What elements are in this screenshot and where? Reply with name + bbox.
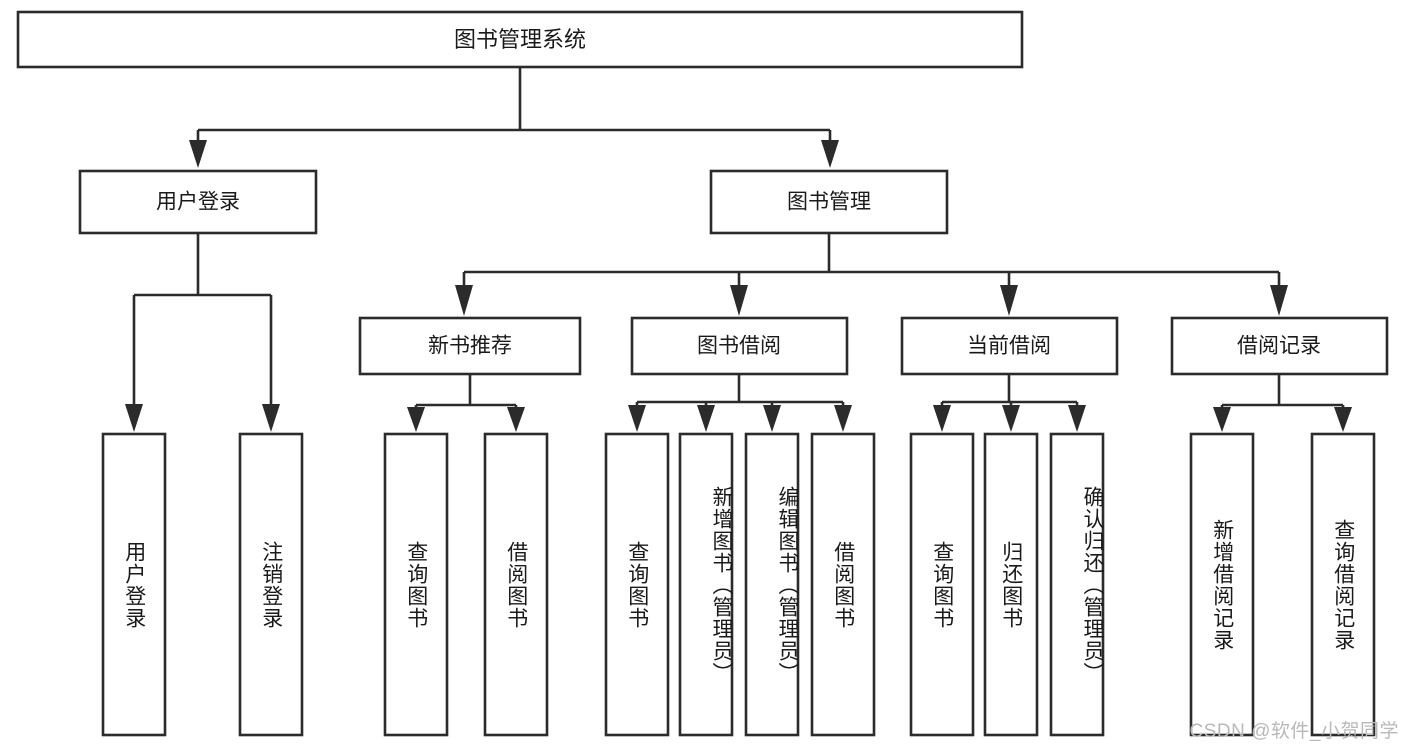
book-borrow-box[interactable] bbox=[630, 316, 849, 376]
borrow-record-label: 借阅记录 bbox=[1237, 335, 1321, 358]
leaf-boxes-group bbox=[101, 432, 1376, 737]
root-label: 图书管理系统 bbox=[454, 27, 586, 52]
leaf-box-logout[interactable] bbox=[238, 432, 304, 737]
leaf-box-borrow-book-2[interactable] bbox=[810, 432, 876, 737]
current-borrow-box[interactable] bbox=[900, 316, 1119, 376]
leaf-box-edit-book[interactable] bbox=[744, 432, 800, 737]
arrow-to-leaf-query-record bbox=[1334, 407, 1352, 432]
node-borrow-record[interactable]: 借阅记录 bbox=[1170, 316, 1389, 376]
leaf-box-query-book-3[interactable] bbox=[909, 432, 975, 737]
node-book-borrow[interactable]: 图书借阅 bbox=[630, 316, 849, 376]
arrow-to-leaf-query-book-3 bbox=[933, 405, 951, 432]
node-book-manage[interactable]: 图书管理 bbox=[709, 169, 949, 235]
arrow-to-leaf-edit-book bbox=[763, 405, 781, 432]
arrow-to-leaf-confirm-return bbox=[1068, 405, 1086, 432]
arrow-to-current-borrow bbox=[1000, 285, 1018, 316]
leaf-box-borrow-book-1[interactable] bbox=[483, 432, 549, 737]
arrow-to-leaf-query-book-2 bbox=[628, 405, 646, 432]
arrow-to-leaf-borrow-book-1 bbox=[507, 407, 525, 432]
node-current-borrow[interactable]: 当前借阅 bbox=[900, 316, 1119, 376]
leaf-box-add-book[interactable] bbox=[678, 432, 734, 737]
root-box[interactable] bbox=[16, 10, 1024, 69]
arrow-to-leaf-return-book bbox=[1002, 405, 1020, 432]
current-borrow-label: 当前借阅 bbox=[967, 335, 1051, 358]
leaf-box-add-record[interactable] bbox=[1189, 432, 1255, 737]
user-login-label: 用户登录 bbox=[156, 191, 240, 214]
arrow-to-leaf-user-login bbox=[125, 404, 143, 432]
arrow-to-borrow-record bbox=[1270, 285, 1288, 316]
arrow-to-leaf-logout bbox=[262, 404, 280, 432]
leaf-box-query-record[interactable] bbox=[1310, 432, 1376, 737]
arrow-to-leaf-add-book bbox=[697, 405, 715, 432]
borrow-record-box[interactable] bbox=[1170, 316, 1389, 376]
leaf-box-query-book-2[interactable] bbox=[604, 432, 670, 737]
watermark: CSDN @软件_小贺同学 bbox=[1189, 721, 1399, 742]
book-manage-label: 图书管理 bbox=[787, 191, 871, 214]
leaf-box-return-book[interactable] bbox=[983, 432, 1039, 737]
arrow-to-leaf-borrow-book-2 bbox=[834, 405, 852, 432]
leaf-box-confirm-return[interactable] bbox=[1049, 432, 1105, 737]
arrow-to-leaf-add-record bbox=[1213, 407, 1231, 432]
arrow-to-book-borrow bbox=[730, 285, 748, 316]
leaf-box-user-login[interactable] bbox=[101, 432, 167, 737]
arrow-to-user-login bbox=[189, 140, 207, 168]
arrow-to-new-book-rec bbox=[455, 285, 473, 316]
node-new-book-rec[interactable]: 新书推荐 bbox=[358, 316, 582, 376]
new-book-rec-label: 新书推荐 bbox=[428, 335, 512, 358]
node-root[interactable]: 图书管理系统 bbox=[16, 10, 1024, 69]
arrow-to-book-manage bbox=[821, 140, 839, 168]
new-book-rec-box[interactable] bbox=[358, 316, 582, 376]
node-user-login[interactable]: 用户登录 bbox=[78, 169, 318, 235]
book-manage-box[interactable] bbox=[709, 169, 949, 235]
book-borrow-label: 图书借阅 bbox=[697, 335, 781, 358]
arrow-to-leaf-query-book-1 bbox=[407, 407, 425, 432]
leaf-box-query-book-1[interactable] bbox=[383, 432, 449, 737]
